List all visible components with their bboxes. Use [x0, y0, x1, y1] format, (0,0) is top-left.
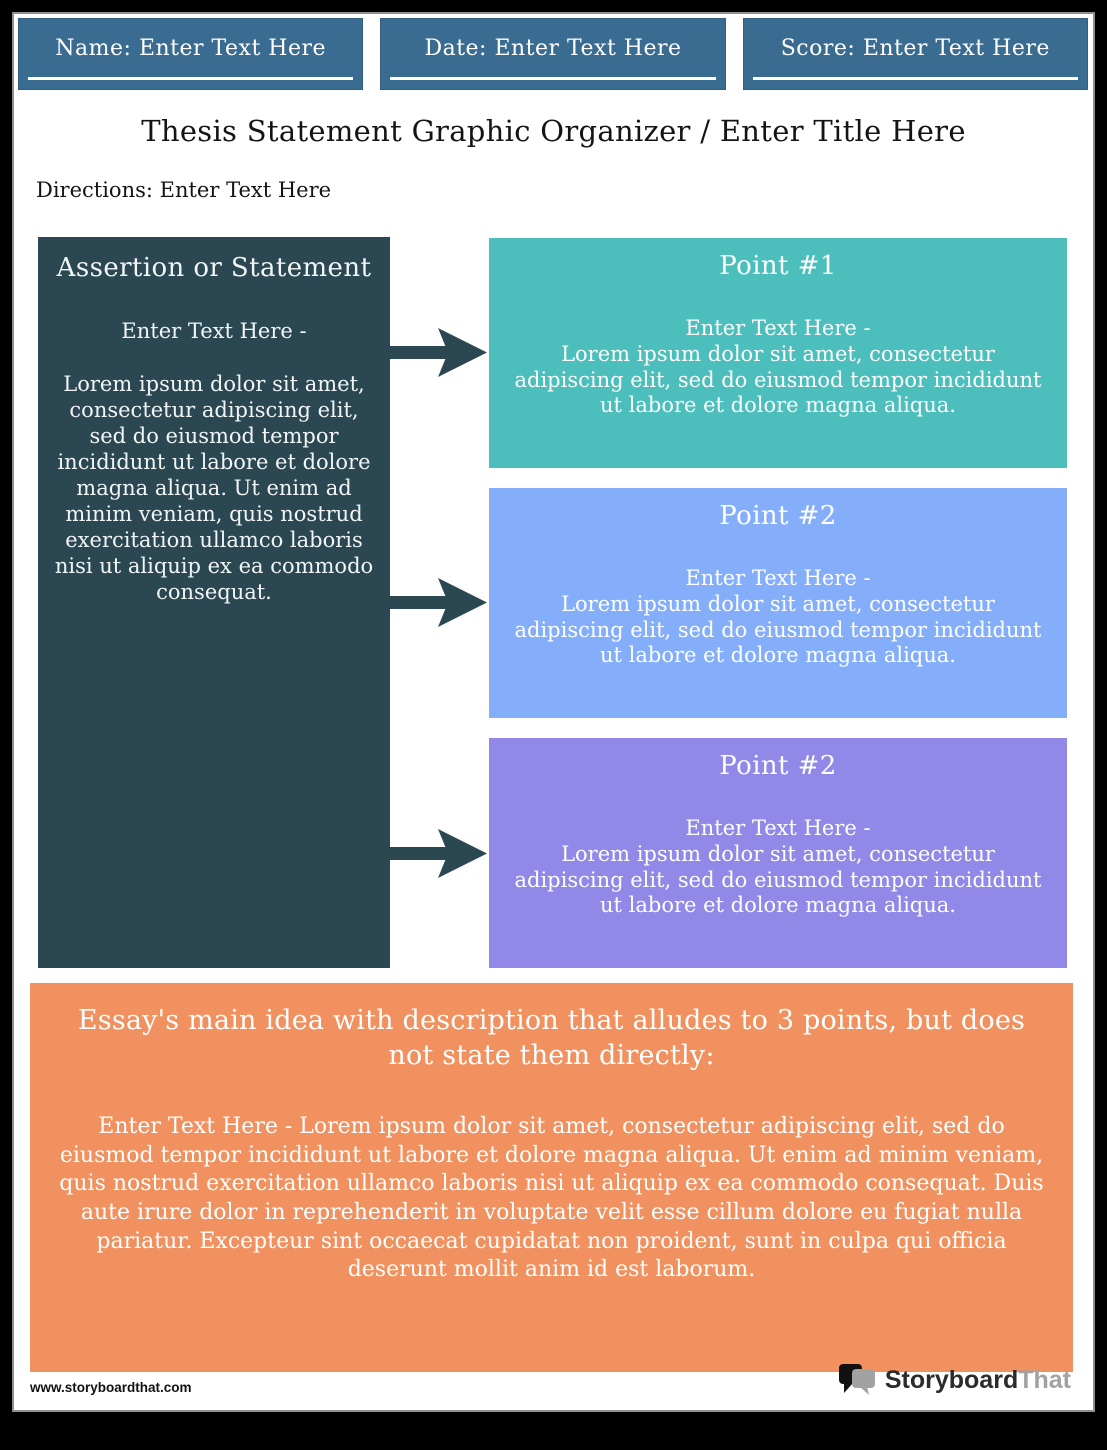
point-1-box[interactable]: Point #1 Enter Text Here - Lorem ipsum d…: [489, 238, 1067, 468]
assertion-title: Assertion or Statement: [56, 253, 372, 283]
main-idea-title: Essay's main idea with description that …: [77, 1005, 1026, 1072]
logo-text: StoryboardThat: [885, 1366, 1071, 1395]
arrow-to-point-1: [390, 328, 487, 377]
website-url: www.storyboardthat.com: [30, 1380, 192, 1395]
logo-text-storyboard: Storyboard: [884, 1365, 1019, 1394]
point-2-box[interactable]: Point #2 Enter Text Here - Lorem ipsum d…: [489, 488, 1067, 718]
name-field-label: Name: Enter Text Here: [55, 35, 327, 61]
point-1-title: Point #1: [719, 251, 837, 281]
storyboardthat-logo: StoryboardThat: [838, 1362, 1071, 1398]
point-3-subtitle: Enter Text Here -: [685, 816, 871, 840]
date-field-underline: [390, 77, 716, 80]
score-field-label: Score: Enter Text Here: [780, 35, 1050, 61]
worksheet-page: Name: Enter Text Here Date: Enter Text H…: [12, 12, 1095, 1412]
point-3-box[interactable]: Point #2 Enter Text Here - Lorem ipsum d…: [489, 738, 1067, 968]
arrow-to-point-2: [390, 578, 487, 627]
main-idea-box[interactable]: Essay's main idea with description that …: [30, 983, 1073, 1372]
score-field-underline: [752, 77, 1078, 80]
point-2-body: Lorem ipsum dolor sit amet, consectetur …: [514, 592, 1042, 668]
name-field[interactable]: Name: Enter Text Here: [18, 18, 364, 90]
speech-bubbles-icon: [838, 1364, 875, 1395]
point-3-body: Lorem ipsum dolor sit amet, consectetur …: [514, 842, 1042, 918]
page-title[interactable]: Thesis Statement Graphic Organizer / Ent…: [141, 114, 966, 148]
assertion-box[interactable]: Assertion or Statement Enter Text Here -…: [38, 237, 390, 968]
directions-text[interactable]: Directions: Enter Text Here: [36, 178, 332, 202]
score-field[interactable]: Score: Enter Text Here: [742, 18, 1088, 90]
point-2-title: Point #2: [719, 501, 837, 531]
point-1-subtitle: Enter Text Here -: [685, 316, 871, 340]
assertion-subtitle: Enter Text Here -: [121, 319, 307, 343]
main-idea-body: Enter Text Here - Lorem ipsum dolor sit …: [59, 1114, 1044, 1283]
assertion-body: Lorem ipsum dolor sit amet, consectetur …: [54, 372, 374, 605]
point-3-title: Point #2: [719, 751, 837, 781]
arrow-to-point-3: [390, 829, 487, 878]
point-2-subtitle: Enter Text Here -: [685, 566, 871, 590]
date-field[interactable]: Date: Enter Text Here: [380, 18, 726, 90]
logo-text-that: That: [1018, 1365, 1071, 1394]
name-field-underline: [28, 77, 354, 80]
point-1-body: Lorem ipsum dolor sit amet, consectetur …: [514, 342, 1042, 418]
date-field-label: Date: Enter Text Here: [424, 35, 682, 61]
header-fields: Name: Enter Text Here Date: Enter Text H…: [18, 18, 1088, 90]
